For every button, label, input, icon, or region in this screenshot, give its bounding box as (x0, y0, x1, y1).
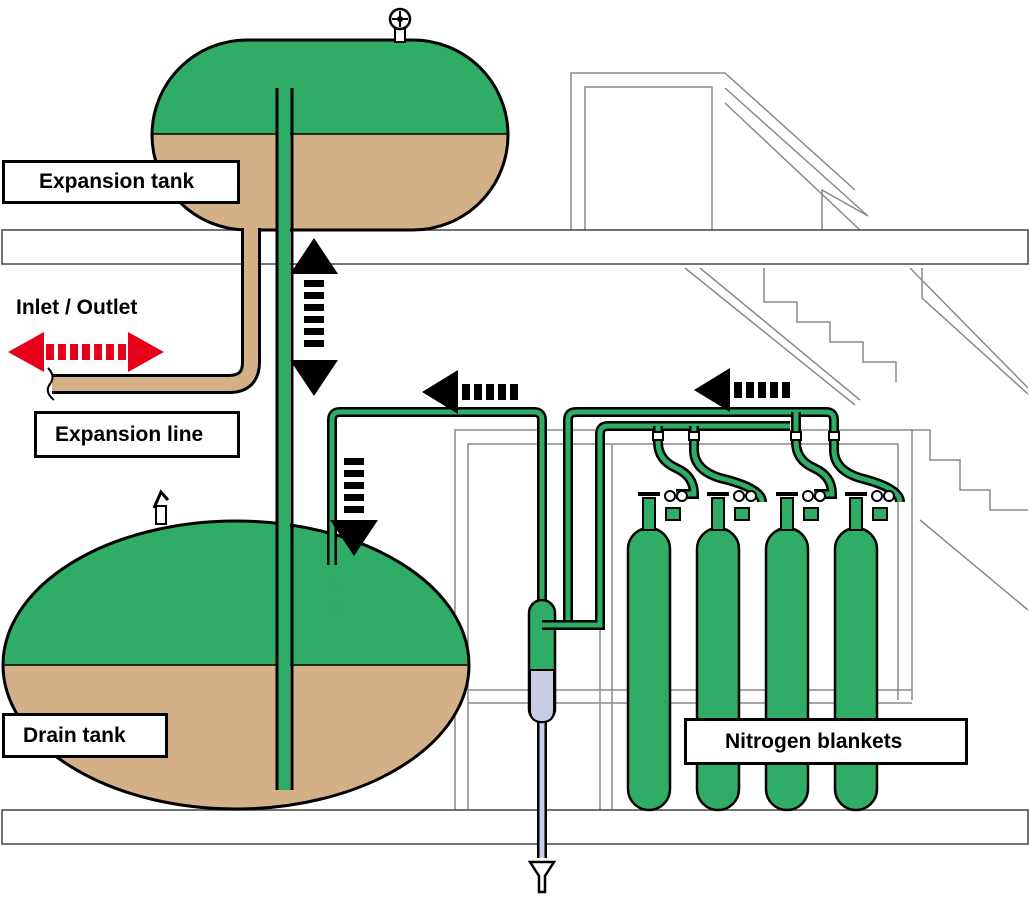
lower-floor-slab (1, 809, 1029, 845)
inlet-outlet-text: Inlet / Outlet (16, 296, 138, 319)
drain-tank-label: Drain tank (2, 713, 168, 758)
sample-valve-icon (152, 489, 170, 525)
svg-text:ooo: ooo (327, 587, 340, 595)
nitrogen-left-arrow-1 (422, 370, 518, 414)
expansion-flow-arrow (290, 238, 338, 396)
expansion-line-text: Expansion line (55, 422, 204, 446)
valve-wheel-icon (388, 7, 412, 43)
funnel-icon (527, 860, 557, 894)
expansion-tank-label: Expansion tank (2, 160, 240, 204)
nitrogen-down-arrow (330, 458, 378, 556)
expansion-tank-text: Expansion tank (39, 170, 195, 193)
svg-text:ooo: ooo (327, 610, 340, 618)
nitrogen-cylinder (626, 426, 767, 812)
svg-text:o o: o o (327, 599, 340, 607)
drain-tank (1, 519, 471, 811)
inlet-outlet-arrow (8, 332, 164, 372)
expansion-line (46, 228, 261, 401)
nitrogen-blankets-label: Nitrogen blankets (684, 718, 968, 765)
bubbler (527, 598, 557, 858)
inlet-outlet-label: Inlet / Outlet (16, 296, 137, 320)
expansion-line-label: Expansion line (34, 411, 240, 458)
upper-floor-slab (1, 229, 1029, 265)
nitrogen-blankets-text: Nitrogen blankets (725, 729, 903, 753)
expansion-tank (150, 38, 510, 232)
nitrogen-line-drain: oo ooo o o ooo (327, 407, 547, 618)
svg-text:oo: oo (327, 575, 335, 583)
connecting-pipe (275, 88, 294, 790)
nitrogen-left-arrow-2 (694, 368, 790, 412)
drain-tank-text: Drain tank (23, 723, 126, 747)
nitrogen-header (542, 407, 839, 630)
